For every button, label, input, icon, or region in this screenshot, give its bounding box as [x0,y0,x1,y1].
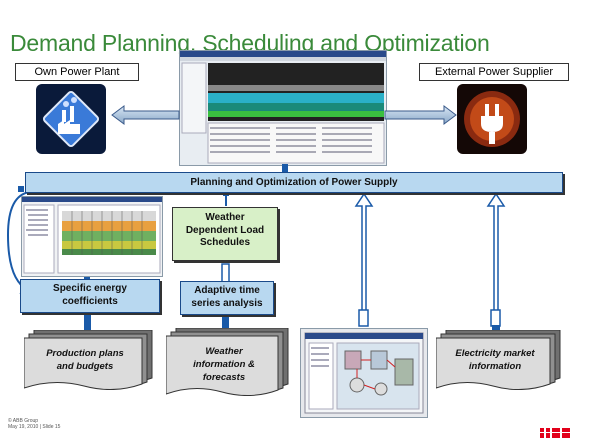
external-power-supplier-label: External Power Supplier [419,63,569,81]
weather-info-line-3: forecasts [202,372,246,383]
own-power-plant-label: Own Power Plant [15,63,139,81]
weather-load-line-1: Weather [205,212,245,223]
footer-date-slide: May 19, 2010 | Slide 15 [8,424,61,430]
production-line-1: Production plans [46,348,124,359]
market-line-1: Electricity market [455,348,535,359]
production-plans-doc [24,330,153,390]
arrow-to-supplier [384,105,457,125]
external-power-supplier-text: External Power Supplier [434,66,553,78]
electricity-market-text: Electricity market information [440,347,550,373]
adaptive-line-2: series analysis [191,298,263,309]
planning-optimization-text: Planning and Optimization of Power Suppl… [190,177,398,188]
coefficients-line-1: Specific energy [53,283,127,294]
specific-energy-coefficients-box: Specific energy coefficients [20,279,160,313]
weather-load-line-2: Dependent Load [185,224,265,236]
weather-load-line-3: Schedules [199,237,251,248]
market-line-2: information [468,361,522,372]
footer: © ABB Group May 19, 2010 | Slide 15 [8,418,60,430]
energy-chart-screenshot [21,196,163,277]
coefficients-line-2: coefficients [62,296,118,307]
weather-information-text: Weather information & forecasts [172,345,276,384]
power-plug-icon [457,84,527,154]
process-schematic-screenshot [300,328,428,418]
monitoring-screenshot [179,50,387,166]
electricity-market-doc [436,330,561,390]
adaptive-line-1: Adaptive time [194,285,260,296]
production-line-2: and budgets [56,361,114,372]
weather-info-line-1: Weather [205,346,243,357]
power-plant-icon [36,84,106,154]
weather-load-schedules-box: Weather Dependent Load Schedules [172,207,278,261]
weather-info-line-2: information & [193,359,255,370]
planning-optimization-bar: Planning and Optimization of Power Suppl… [25,172,563,193]
production-plans-text: Production plans and budgets [30,347,140,373]
abb-logo [540,428,570,438]
footer-copyright: © ABB Group [8,418,39,424]
adaptive-time-series-box: Adaptive time series analysis [180,281,274,315]
own-power-plant-text: Own Power Plant [34,66,120,78]
weather-information-doc [166,328,289,396]
arrow-to-power-plant [111,105,180,125]
